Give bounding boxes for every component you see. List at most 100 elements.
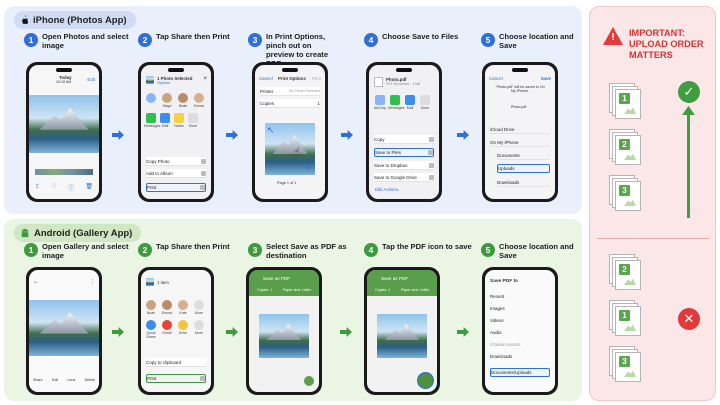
location-videos[interactable]: Videos (490, 318, 504, 323)
info-icon[interactable]: ⓘ (68, 186, 75, 192)
avatar[interactable] (178, 93, 188, 103)
delete-action[interactable]: Delete (84, 378, 95, 382)
avatar[interactable] (146, 300, 156, 310)
edit-button[interactable]: Edit (87, 77, 95, 82)
avatar[interactable] (162, 300, 172, 310)
save-to-google-drive-action[interactable]: Save to Google Drive (374, 173, 434, 182)
save-note: "Photo.pdf" will be saved to On My iPhon… (495, 85, 545, 93)
edit-actions-link[interactable]: Edit Actions... (375, 187, 402, 192)
avatar-label: Maya (162, 104, 172, 108)
check-icon: ✓ (678, 81, 700, 103)
location-audio[interactable]: Audio (490, 330, 502, 335)
share-icon[interactable]: ⇪ (35, 184, 41, 190)
pdf-download-fab[interactable] (304, 376, 314, 386)
share-action[interactable]: Share (33, 378, 43, 382)
trash-icon[interactable]: 🗑 (85, 184, 93, 190)
location-on-my-iphone[interactable]: On My iPhone (490, 138, 550, 147)
location-images[interactable]: Images (490, 306, 505, 311)
gmail-icon[interactable] (162, 320, 172, 330)
more-icon[interactable] (194, 320, 204, 330)
back-arrow-icon[interactable]: ← (33, 279, 39, 285)
location-icloud-drive[interactable]: iCloud Drive (490, 125, 550, 134)
cancel-button[interactable]: Cancel (259, 76, 273, 81)
close-icon[interactable]: × (203, 76, 207, 82)
save-to-files-action[interactable]: Save to Files (374, 148, 434, 157)
step-number: 2 (138, 33, 152, 47)
more-icon[interactable] (420, 95, 430, 105)
copy-action[interactable]: Copy (374, 135, 434, 144)
correct-order-page-3: 3 (609, 175, 643, 213)
more-icon[interactable] (194, 300, 204, 310)
folder-uploads[interactable]: Uploads (497, 164, 550, 173)
app-label: Mail (406, 106, 414, 110)
photo-toolbar: ⇪ ♡ ⓘ 🗑 (35, 183, 93, 192)
step-number: 4 (364, 33, 378, 47)
flow-arrow (457, 327, 469, 337)
flow-arrow (341, 130, 353, 140)
pdf-download-icon[interactable] (417, 372, 434, 389)
save-button[interactable]: Save (540, 76, 551, 81)
print-destination-bar[interactable] (367, 270, 437, 296)
app-label: Notes (174, 124, 184, 128)
paper-size-label: Paper size: Letter (283, 288, 312, 292)
messages-icon[interactable] (146, 113, 156, 123)
folder-downloads[interactable]: Downloads (497, 178, 550, 187)
print-destination-bar[interactable] (249, 270, 319, 296)
notes-icon[interactable] (174, 113, 184, 123)
photo-date: Today (59, 75, 72, 80)
more-vert-icon[interactable]: ⋮ (90, 279, 95, 285)
add-to-album-action[interactable]: Add to Album (146, 169, 206, 178)
airdrop-icon[interactable] (146, 93, 156, 103)
heart-icon[interactable]: ♡ (51, 184, 57, 190)
copy-photo-action[interactable]: Copy Photo (146, 157, 206, 166)
share-options-link[interactable]: Options (157, 81, 171, 85)
printer-icon (200, 376, 205, 381)
save-to-dropbox-action[interactable]: Save to Dropbox (374, 161, 434, 170)
location-documents-uploads[interactable]: Documents/Uploads (490, 368, 550, 377)
share-thumbnail (146, 278, 154, 286)
copy-to-clipboard-action[interactable]: Copy to clipboard (146, 358, 206, 367)
print-preview-image[interactable] (265, 123, 315, 175)
print-button[interactable]: Print (311, 76, 321, 81)
cancel-button[interactable]: Cancel (489, 76, 503, 81)
hand-gesture-icon: ☝ (293, 145, 301, 159)
print-action[interactable]: Print (146, 374, 206, 383)
app-label: Drive (178, 331, 188, 335)
panel-divider (597, 238, 709, 239)
destination-select[interactable]: Save as PDF (263, 276, 291, 281)
avatar[interactable] (178, 300, 188, 310)
folder-documents[interactable]: Documents (497, 151, 550, 160)
android-phone-share: 1 item Noah Emma Kate More Quick Share G… (138, 267, 214, 395)
airdrop-icon[interactable] (375, 95, 385, 105)
location-recent[interactable]: Recent (490, 294, 505, 299)
share-thumbnail (146, 76, 154, 84)
avatar[interactable] (194, 93, 204, 103)
quick-share-icon[interactable] (146, 320, 156, 330)
mail-icon[interactable] (160, 113, 170, 123)
avatar[interactable] (162, 93, 172, 103)
more-icon[interactable] (188, 113, 198, 123)
step-caption: Choose location and Save (499, 242, 574, 260)
lens-action[interactable]: Lens (67, 378, 76, 382)
flow-arrow (112, 327, 124, 337)
step-number: 1 (24, 33, 38, 47)
print-action[interactable]: Print (146, 183, 206, 192)
location-downloads[interactable]: Downloads (490, 354, 513, 359)
wrong-order-page-2: 1 (609, 300, 643, 338)
step-number: 4 (364, 243, 378, 257)
messages-icon[interactable] (390, 95, 400, 105)
edit-action[interactable]: Edit (51, 378, 59, 382)
android-phone-gallery: ← ⋮ Share Edit Lens Delete (26, 267, 102, 395)
drive-icon[interactable] (178, 320, 188, 330)
destination-select[interactable]: Save as PDF (381, 276, 409, 281)
pdf-file-name: Photo.pdf (386, 77, 407, 82)
mail-icon[interactable] (405, 95, 415, 105)
